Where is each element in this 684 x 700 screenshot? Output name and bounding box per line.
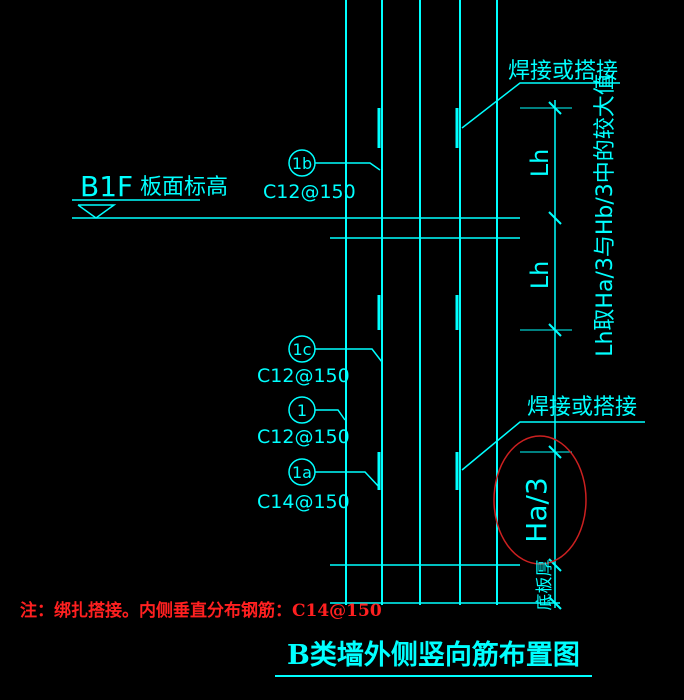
callout-leader <box>461 82 620 129</box>
dim-tick <box>548 323 562 337</box>
bar-id: 1 <box>297 401 307 420</box>
dim-tick <box>548 558 562 572</box>
bar-id: 1a <box>292 463 312 482</box>
highlight-ellipse <box>493 435 587 565</box>
dim-upper-lh: Lh <box>526 149 554 178</box>
bar-spec: C12@150 <box>263 181 356 203</box>
leader-line <box>315 471 381 489</box>
dim-tick <box>548 596 562 610</box>
leader-line <box>315 348 383 363</box>
dim-tick <box>548 101 562 115</box>
level-triangle-icon <box>77 204 117 219</box>
level-label: 板面标高 <box>140 175 228 200</box>
leader-line <box>315 162 381 171</box>
level-tag: B1F <box>80 170 133 203</box>
dim-lh-note: Lh取Ha/3与Hb/3中的较大值 <box>593 73 618 357</box>
dim-tick <box>548 445 562 459</box>
dim-tick <box>548 211 562 225</box>
dim-ha3: Ha/3 <box>520 477 553 542</box>
leader-line <box>315 409 346 421</box>
note-text: 注：绑扎搭接。内侧垂直分布钢筋：C14@150 <box>20 600 382 621</box>
bar-id: 1b <box>292 154 312 173</box>
bar-spec: C14@150 <box>257 491 350 513</box>
drawing-title: B类墙外侧竖向筋布置图 <box>287 639 580 671</box>
dim-lower-lh: Lh <box>526 261 554 290</box>
bar-id: 1c <box>293 340 312 359</box>
bar-spec: C12@150 <box>257 426 350 448</box>
callout-top: 焊接或搭接 <box>508 59 618 84</box>
callout-bottom: 焊接或搭接 <box>527 395 637 420</box>
callout-leader <box>461 421 645 471</box>
bar-spec: C12@150 <box>257 365 350 387</box>
dim-slab: 底板厚 <box>535 560 555 611</box>
